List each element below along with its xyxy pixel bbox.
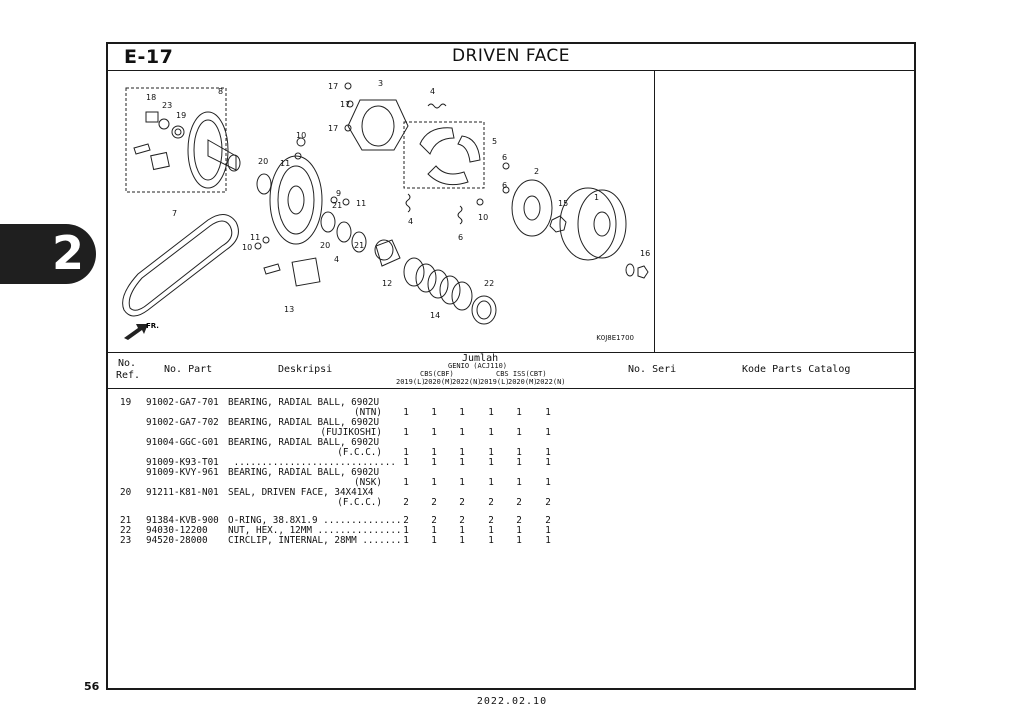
svg-text:5: 5 xyxy=(492,137,497,146)
table-row[interactable]: 23 94520-28000 CIRCLIP, INTERNAL, 28MM .… xyxy=(120,535,551,546)
bearing-19 xyxy=(171,125,185,139)
col-no-seri: No. Seri xyxy=(628,364,677,375)
catalog-frame: E-17 DRIVEN FACE xyxy=(106,42,916,690)
table-row[interactable]: 19 91002-GA7-701 BEARING, RADIAL BALL, 6… xyxy=(120,397,380,408)
page-number: 56 xyxy=(84,680,100,693)
col-no-part: No. Part xyxy=(164,364,213,375)
col-year-4: 2019(L) xyxy=(480,378,510,386)
exploded-diagram: FR. 17 17 17 3 4 8 18 23 19 10 11 20 5 6… xyxy=(108,70,655,352)
svg-text:22: 22 xyxy=(484,279,494,288)
svg-text:20: 20 xyxy=(258,157,268,166)
table-row[interactable]: (F.C.C.) 1 1 1 1 1 1 xyxy=(337,447,551,458)
svg-text:20: 20 xyxy=(320,241,330,250)
table-row[interactable]: (NTN) 1 1 1 1 1 1 xyxy=(354,407,551,418)
parts-table: 19 91002-GA7-701 BEARING, RADIAL BALL, 6… xyxy=(108,387,914,688)
table-row[interactable]: 91009-K93-T01 ..........................… xyxy=(146,457,551,468)
svg-text:11: 11 xyxy=(250,233,260,242)
svg-text:3: 3 xyxy=(378,79,383,88)
svg-text:7: 7 xyxy=(172,209,177,218)
col-kode: Kode Parts Catalog xyxy=(742,364,851,375)
diagram-drawing: FR. 17 17 17 3 4 8 18 23 19 10 11 20 5 6… xyxy=(122,79,650,340)
table-row[interactable]: (FUJIKOSHI) 1 1 1 1 1 1 xyxy=(320,427,551,438)
table-row[interactable]: 91002-GA7-702 BEARING, RADIAL BALL, 6902… xyxy=(146,417,380,428)
svg-text:21: 21 xyxy=(354,241,364,250)
nut-15 xyxy=(549,215,567,233)
col-model: GENIO (ACJ110) xyxy=(448,362,508,370)
col-year-5: 2020(M) xyxy=(508,378,538,386)
table-row[interactable]: (NSK) 1 1 1 1 1 1 xyxy=(354,477,551,488)
table-row[interactable]: 20 91211-K81-N01 SEAL, DRIVEN FACE, 34X4… xyxy=(120,487,374,498)
table-header: No. Ref. No. Part Deskripsi Jumlah GENIO… xyxy=(108,352,914,389)
bearing-18 xyxy=(145,111,159,123)
drive-plate-2 xyxy=(511,179,553,237)
svg-text:14: 14 xyxy=(430,311,440,320)
clutch-outer-1 xyxy=(559,187,617,261)
svg-text:11: 11 xyxy=(280,159,290,168)
svg-text:13: 13 xyxy=(284,305,294,314)
table-row[interactable]: 21 91384-KVB-900 O-RING, 38.8X1.9 ......… xyxy=(120,515,551,526)
svg-text:23: 23 xyxy=(162,101,172,110)
svg-text:4: 4 xyxy=(408,217,413,226)
svg-text:6: 6 xyxy=(458,233,463,242)
section-code: E-17 xyxy=(124,46,174,68)
chapter-number: 2 xyxy=(52,226,85,280)
table-row[interactable]: 91004-GGC-G01 BEARING, RADIAL BALL, 6902… xyxy=(146,437,380,448)
svg-text:17: 17 xyxy=(340,100,350,109)
diagram-code: K0J8E1700 xyxy=(596,334,634,342)
svg-text:21: 21 xyxy=(332,201,342,210)
chapter-tab[interactable]: 2 xyxy=(0,224,96,284)
group-box-5 xyxy=(403,121,485,189)
movable-face-part xyxy=(269,155,323,245)
svg-text:1: 1 xyxy=(594,193,599,202)
front-label: FR. xyxy=(146,322,159,330)
callout-labels: 17 17 17 3 4 8 18 23 19 10 11 20 5 6 6 2… xyxy=(146,79,650,320)
col-group-cbs: CBS(CBF) xyxy=(420,370,454,378)
svg-text:15: 15 xyxy=(558,199,568,208)
col-group-iss: CBS ISS(CBT) xyxy=(496,370,547,378)
col-deskripsi: Deskripsi xyxy=(278,364,333,375)
col-jumlah: Jumlah xyxy=(462,353,499,364)
col-no-ref: No. xyxy=(118,358,137,369)
svg-text:6: 6 xyxy=(502,153,507,162)
svg-text:10: 10 xyxy=(242,243,252,252)
table-row[interactable]: 22 94030-12200 NUT, HEX., 12MM .........… xyxy=(120,525,551,536)
circlip-23 xyxy=(158,118,170,130)
driven-face-part xyxy=(187,111,229,189)
col-no-ref-2: Ref. xyxy=(116,370,141,381)
col-year-3: 2022(N) xyxy=(452,378,482,386)
col-year-6: 2022(N) xyxy=(536,378,566,386)
front-arrow-icon xyxy=(124,324,148,340)
table-row[interactable]: 91009-KVY-961 BEARING, RADIAL BALL, 6902… xyxy=(146,467,380,478)
svg-text:11: 11 xyxy=(356,199,366,208)
drive-belt-7 xyxy=(122,214,239,317)
svg-text:10: 10 xyxy=(478,213,488,222)
svg-text:8: 8 xyxy=(218,87,223,96)
svg-text:17: 17 xyxy=(328,124,338,133)
svg-text:17: 17 xyxy=(328,82,338,91)
svg-text:19: 19 xyxy=(176,111,186,120)
svg-text:9: 9 xyxy=(336,189,341,198)
col-year-1: 2019(L) xyxy=(396,378,426,386)
page-title: DRIVEN FACE xyxy=(451,46,571,66)
clutch-plate-3 xyxy=(347,99,409,151)
title-bar: E-17 DRIVEN FACE xyxy=(108,44,914,71)
collar-14 xyxy=(471,295,497,325)
page-date: 2022.02.10 xyxy=(476,696,548,707)
svg-text:18: 18 xyxy=(146,93,156,102)
svg-text:16: 16 xyxy=(640,249,650,258)
table-row[interactable]: (F.C.C.) 2 2 2 2 2 2 xyxy=(337,497,551,508)
nut-22 xyxy=(637,265,649,279)
col-year-2: 2020(M) xyxy=(424,378,454,386)
svg-text:2: 2 xyxy=(534,167,539,176)
svg-text:4: 4 xyxy=(430,87,435,96)
svg-text:6: 6 xyxy=(502,181,507,190)
svg-text:4: 4 xyxy=(334,255,339,264)
group-box-8 xyxy=(125,87,227,193)
svg-text:12: 12 xyxy=(382,279,392,288)
seal-20 xyxy=(256,173,272,195)
svg-text:10: 10 xyxy=(296,131,306,140)
